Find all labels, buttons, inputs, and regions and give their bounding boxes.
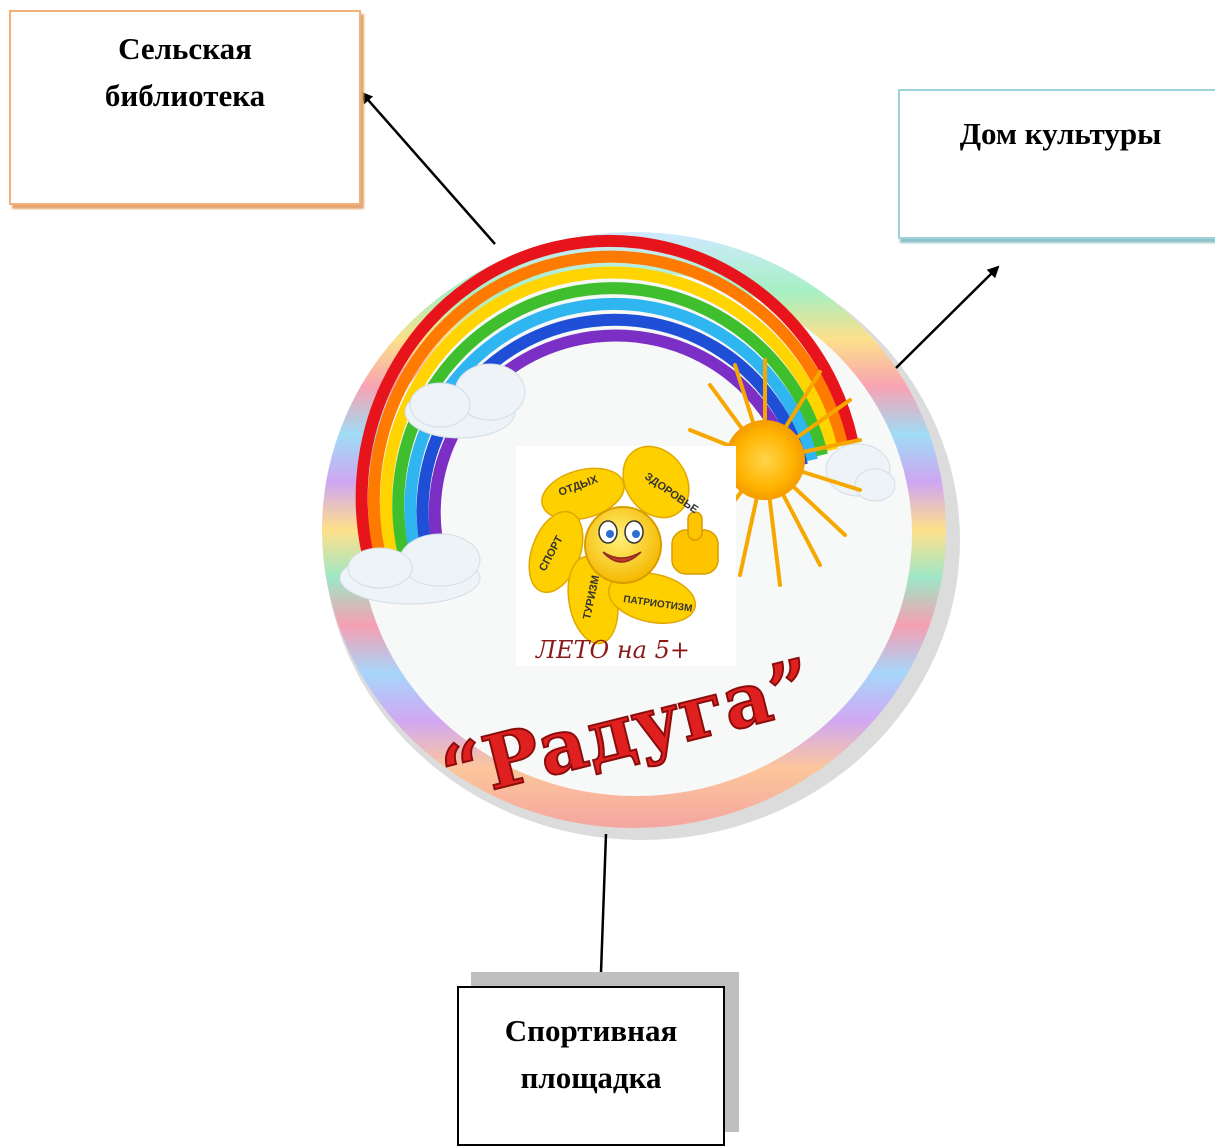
- emblem: ЗДОРОВЬЕ ОТДЫХ СПОРТ ТУРИЗМ ПАТРИОТИЗМ Л…: [322, 232, 960, 840]
- smiley-pupil: [632, 530, 640, 538]
- node-library-label-line1: Сельская: [11, 26, 359, 73]
- node-library: Сельская библиотека: [9, 10, 361, 205]
- arrow-to-sport: [600, 834, 606, 1000]
- arrow-to-library: [362, 93, 495, 244]
- node-sport-label-line1: Спортивная: [459, 1008, 723, 1055]
- node-culture: Дом культуры: [898, 89, 1215, 239]
- node-culture-label: Дом культуры: [900, 111, 1215, 158]
- arrow-to-culture: [896, 267, 998, 368]
- smiley-pupil: [606, 530, 614, 538]
- node-sport-label-line2: площадка: [459, 1055, 723, 1102]
- leto-logo: ЗДОРОВЬЕ ОТДЫХ СПОРТ ТУРИЗМ ПАТРИОТИЗМ Л…: [516, 434, 736, 666]
- logo-slogan: ЛЕТО на 5+: [535, 636, 690, 664]
- smiley-face-icon: [585, 507, 661, 583]
- node-library-label-line2: библиотека: [11, 73, 359, 120]
- node-sport: Спортивная площадка: [457, 986, 725, 1146]
